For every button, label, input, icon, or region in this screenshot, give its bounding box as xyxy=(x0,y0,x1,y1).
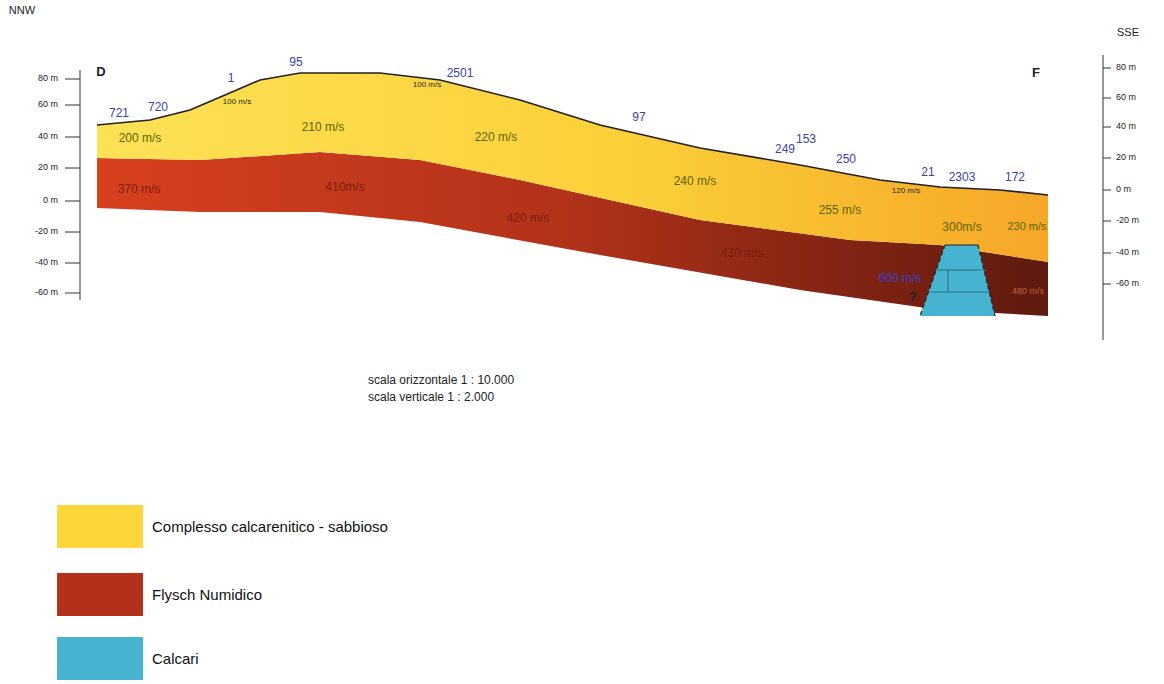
right-axis xyxy=(1103,55,1111,340)
layer-velocity: 210 m/s xyxy=(302,121,345,134)
direction-label: NNW xyxy=(9,4,35,16)
layer-velocity: 410m/s xyxy=(325,181,364,194)
layer-velocity: 220 m/s xyxy=(475,131,518,144)
left-axis xyxy=(65,70,80,300)
layer-velocity: 300m/s xyxy=(942,221,981,234)
elevation-tick-label: 60 m xyxy=(38,100,58,110)
well-number: 2303 xyxy=(949,171,976,184)
layer-velocity: 255 m/s xyxy=(819,204,862,217)
elevation-tick-label: 80 m xyxy=(38,74,58,84)
direction-label: SSE xyxy=(1117,26,1139,38)
well-number: 153 xyxy=(796,133,816,146)
layer-velocity: 230 m/s xyxy=(1007,220,1046,232)
elevation-tick-label: 20 m xyxy=(38,163,58,173)
layer-velocity: 480 m/s xyxy=(1012,287,1044,297)
elevation-tick-label: 80 m xyxy=(1116,63,1136,73)
layer-velocity: 420 m/s xyxy=(507,212,550,225)
scale-note: scala orizzontale 1 : 10.000 xyxy=(368,374,514,387)
layer-velocity: 430 m/s xyxy=(721,247,764,260)
well-number: 2501 xyxy=(447,67,474,80)
layer-velocity: 200 m/s xyxy=(119,132,162,145)
limestone-joints xyxy=(930,270,990,292)
well-number: 250 xyxy=(836,153,856,166)
elevation-tick-label: -20 m xyxy=(35,227,58,237)
legend-swatch xyxy=(57,637,143,680)
well-number: 720 xyxy=(148,101,168,114)
topographic-profile xyxy=(97,73,1048,195)
layer-velocity: 600 m/s xyxy=(879,272,922,285)
limestone-edges xyxy=(920,245,995,316)
elevation-tick-label: -40 m xyxy=(35,258,58,268)
surface-velocity: 120 m/s xyxy=(892,187,920,196)
legend-text: Complesso calcarenitico - sabbioso xyxy=(152,518,388,535)
well-number: 721 xyxy=(109,107,129,120)
legend-text: Flysch Numidico xyxy=(152,586,262,603)
elevation-tick-label: 0 m xyxy=(1116,185,1131,195)
well-number: 172 xyxy=(1005,171,1025,184)
uncertainty-mark: ? xyxy=(909,291,916,304)
well-number: 21 xyxy=(921,166,934,179)
legend-text: Calcari xyxy=(152,650,199,667)
well-number: 1 xyxy=(228,72,235,85)
surface-velocity: 100 m/s xyxy=(413,81,441,90)
elevation-tick-label: -40 m xyxy=(1116,248,1139,258)
elevation-tick-label: -60 m xyxy=(35,288,58,298)
elevation-tick-label: -60 m xyxy=(1116,279,1139,289)
scale-note: scala verticale 1 : 2.000 xyxy=(368,391,494,404)
elevation-tick-label: -20 m xyxy=(1116,216,1139,226)
elevation-tick-label: 60 m xyxy=(1116,93,1136,103)
elevation-tick-label: 40 m xyxy=(1116,122,1136,132)
elevation-tick-label: 20 m xyxy=(1116,153,1136,163)
section-end-label: F xyxy=(1032,66,1040,80)
well-number: 249 xyxy=(775,143,795,156)
layer-velocity: 370 m/s xyxy=(118,183,161,196)
well-number: 97 xyxy=(632,111,645,124)
section-end-label: D xyxy=(96,65,105,79)
legend-swatch xyxy=(57,573,143,616)
calcarenite-layer xyxy=(97,73,1048,262)
elevation-tick-label: 0 m xyxy=(43,196,58,206)
legend-swatch xyxy=(57,505,143,548)
limestone-block xyxy=(920,245,995,316)
limestone-top xyxy=(945,244,978,245)
elevation-tick-label: 40 m xyxy=(38,132,58,142)
well-number: 95 xyxy=(289,56,302,69)
surface-velocity: 100 m/s xyxy=(223,98,251,107)
layer-velocity: 240 m/s xyxy=(674,175,717,188)
